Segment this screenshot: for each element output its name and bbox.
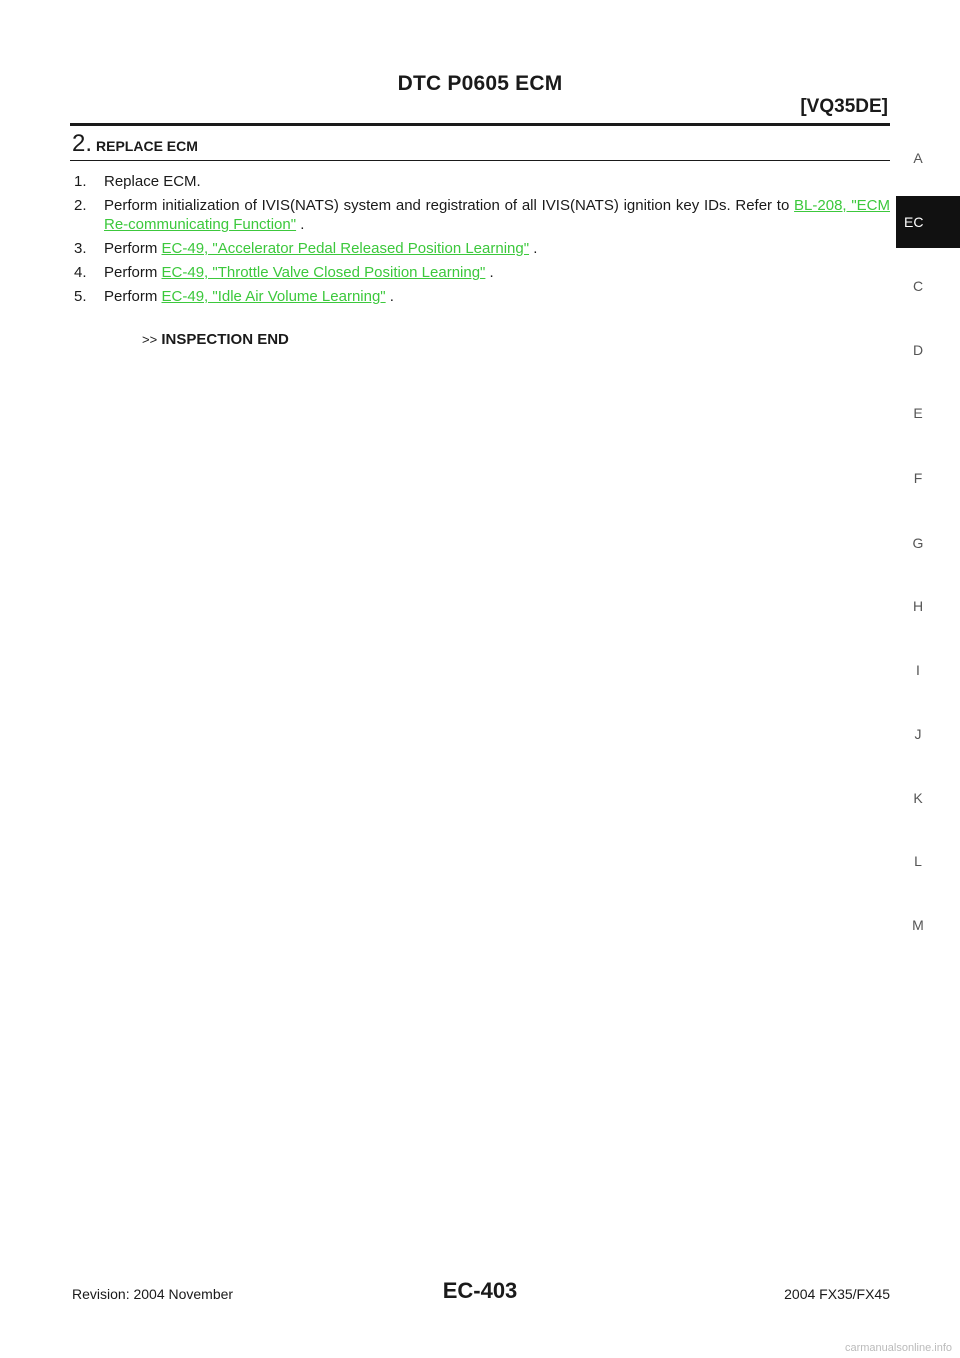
page-title: DTC P0605 ECM	[397, 72, 563, 95]
list-item: 2. Perform initialization of IVIS(NATS) …	[74, 196, 890, 234]
revision-text: Revision: 2004 November	[72, 1286, 234, 1302]
procedure-list: 1. Replace ECM. 2. Perform initializatio…	[74, 172, 890, 311]
index-tab-i[interactable]: I	[916, 662, 920, 678]
step-rule	[70, 160, 890, 161]
index-tab-a[interactable]: A	[913, 150, 923, 166]
index-tab-ec[interactable]: EC	[896, 196, 960, 248]
list-item-suffix: .	[485, 264, 494, 281]
list-item-number: 1.	[74, 173, 87, 190]
reference-link-idle-air-volume-learning[interactable]: EC-49, "Idle Air Volume Learning"	[161, 288, 386, 305]
list-item-number: 3.	[74, 240, 87, 257]
list-item-number: 5.	[74, 288, 87, 305]
list-item-body: Perform EC-49, "Accelerator Pedal Releas…	[104, 239, 890, 258]
list-item-body: Perform EC-49, "Throttle Valve Closed Po…	[104, 263, 890, 282]
step-heading: 2. REPLACE ECM	[72, 130, 198, 158]
index-tab-c[interactable]: C	[912, 278, 924, 294]
reference-link-throttle-valve-learning[interactable]: EC-49, "Throttle Valve Closed Position L…	[161, 264, 486, 281]
index-tab-e[interactable]: E	[913, 405, 923, 421]
list-item-text: Perform	[104, 288, 162, 305]
index-tab-ec-label: EC	[904, 214, 924, 230]
list-item-body: Perform initialization of IVIS(NATS) sys…	[104, 196, 890, 234]
index-tab-m[interactable]: M	[912, 917, 924, 933]
engine-code: [VQ35DE]	[800, 96, 888, 117]
step-number: 2.	[72, 130, 93, 157]
model-text: 2004 FX35/FX45	[784, 1286, 890, 1302]
list-item-body: Perform EC-49, "Idle Air Volume Learning…	[104, 287, 890, 306]
index-tab-j[interactable]: J	[914, 726, 922, 742]
list-item-text: Replace ECM.	[104, 173, 201, 190]
step-title: REPLACE ECM	[96, 138, 198, 154]
list-item-suffix: .	[296, 216, 305, 233]
result-line: >> INSPECTION END	[142, 331, 289, 348]
list-item: 1. Replace ECM.	[74, 172, 890, 191]
index-tab-d[interactable]: D	[912, 342, 924, 358]
index-tab-f[interactable]: F	[913, 470, 923, 486]
list-item: 3. Perform EC-49, "Accelerator Pedal Rel…	[74, 239, 890, 258]
index-tab-g[interactable]: G	[912, 535, 924, 551]
list-item-text: Perform	[104, 240, 162, 257]
index-tab-h[interactable]: H	[912, 598, 924, 614]
header-rule	[70, 123, 890, 126]
page-number: EC-403	[442, 1278, 518, 1303]
list-item-text: Perform	[104, 264, 162, 281]
list-item-number: 4.	[74, 264, 87, 281]
list-item: 5. Perform EC-49, "Idle Air Volume Learn…	[74, 287, 890, 306]
index-tab-k[interactable]: K	[913, 790, 923, 806]
reference-link-ecm-recommunicating[interactable]: BL-208, "ECM Re-communicating Function"	[104, 197, 890, 233]
list-item-suffix: .	[385, 288, 394, 305]
index-tab-l[interactable]: L	[914, 853, 922, 869]
result-label: INSPECTION END	[161, 331, 289, 348]
list-item-text: Perform initialization of IVIS(NATS) sys…	[104, 197, 795, 214]
reference-link-accelerator-pedal-learning[interactable]: EC-49, "Accelerator Pedal Released Posit…	[161, 240, 530, 257]
list-item-suffix: .	[529, 240, 538, 257]
list-item-number: 2.	[74, 197, 87, 214]
section-index-tabs: A EC C D E F G H I J K L M	[896, 0, 960, 1358]
result-arrow: >>	[142, 332, 158, 347]
watermark-text: carmanualsonline.info	[844, 1342, 952, 1354]
list-item: 4. Perform EC-49, "Throttle Valve Closed…	[74, 263, 890, 282]
